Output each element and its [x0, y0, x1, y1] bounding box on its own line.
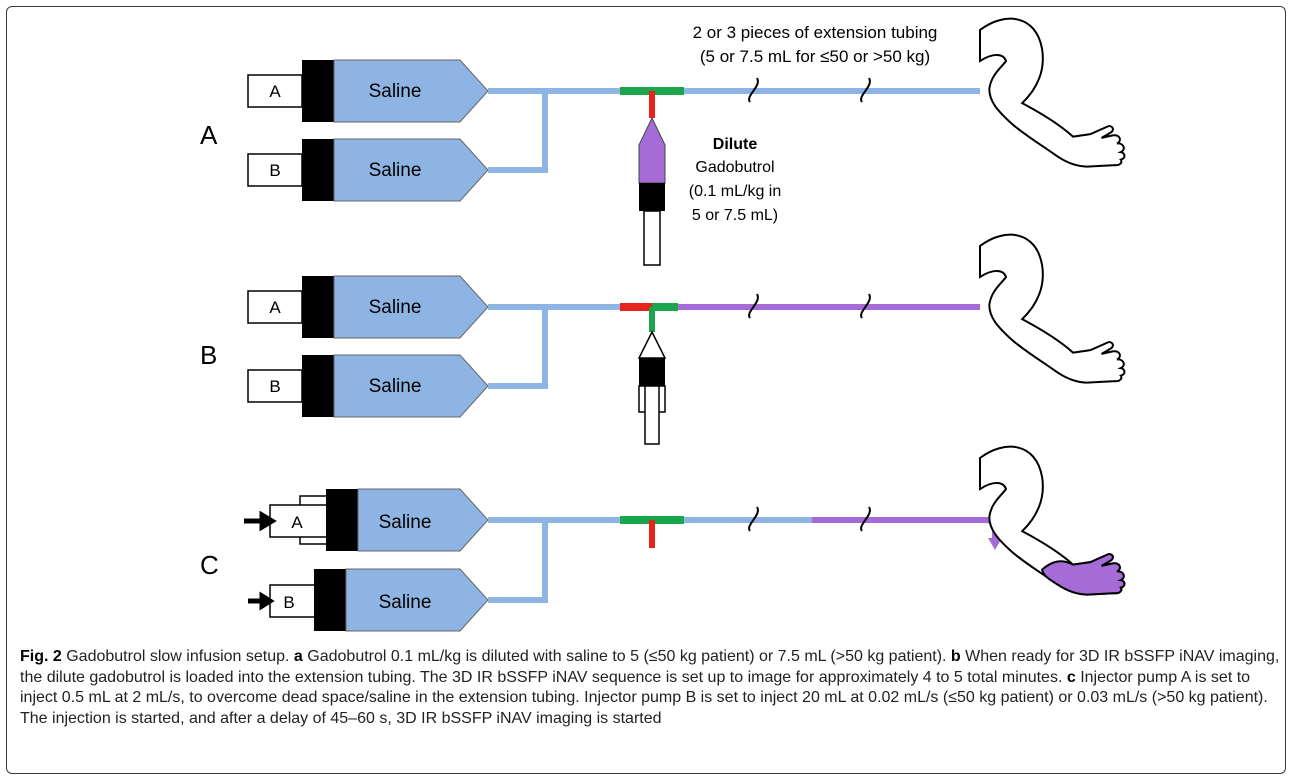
syringe-a-top: A Saline [244, 488, 489, 552]
syringe-tag: A [269, 82, 281, 101]
tubing-break-mark [748, 77, 759, 103]
panel-label-b: B [200, 340, 217, 370]
syringe-content: Saline [369, 376, 422, 397]
syringe-tag-box [269, 504, 329, 538]
caption-a-text: Gadobutrol 0.1 mL/kg is diluted with sal… [302, 648, 951, 665]
syringe-b-bottom: B Saline [247, 354, 489, 418]
gadobutrol-barrel [638, 116, 666, 184]
syringe-content: Saline [379, 592, 432, 613]
caption-b-text: When ready for 3D IR bSSFP iNAV imaging,… [20, 648, 1280, 686]
plunger-icon [302, 276, 334, 338]
tubing-break-mark [860, 506, 871, 532]
syringe-barrel [333, 138, 489, 202]
contrast-filled-hand [1040, 553, 1126, 596]
syringe-tag: B [269, 161, 280, 180]
gadobutrol-note-line3: 5 or 7.5 mL) [692, 207, 778, 224]
caption-title: Gadobutrol slow infusion setup. [61, 648, 294, 665]
syringe-tag: B [283, 593, 294, 612]
panel-label-a: A [200, 120, 218, 150]
infusion-setup-diagram: A A Saline B Saline [200, 17, 1126, 632]
plunger-rod [644, 385, 660, 445]
gadobutrol-filled-tubing [812, 517, 998, 540]
patient-arm-icon [979, 17, 1126, 168]
syringe-barrel [357, 488, 489, 552]
push-arrow-icon [248, 591, 275, 611]
syringe-tip [637, 330, 667, 359]
panel-label-c: C [200, 550, 219, 580]
gadobutrol-note-line2: (0.1 mL/kg in [689, 183, 781, 200]
patient-arm-icon [979, 233, 1126, 384]
panel-c: C A Saline B Saline [200, 445, 1126, 632]
plunger-icon [639, 183, 665, 211]
plunger-icon [302, 60, 334, 122]
syringe-tag-box [247, 369, 303, 403]
caption-a-label: a [293, 648, 303, 665]
plunger-icon [314, 569, 346, 631]
caption-c-label: c [1066, 668, 1076, 686]
gadobutrol-note-title: Dilute [713, 136, 758, 153]
tubing-note-line1: 2 or 3 pieces of extension tubing [693, 23, 938, 42]
plunger-icon [639, 358, 665, 386]
extension-tubing [488, 304, 622, 389]
syringe-barrel [345, 568, 489, 632]
push-arrow-icon [244, 510, 277, 532]
plunger-icon [302, 139, 334, 201]
gadobutrol-syringe [638, 116, 666, 266]
plunger-icon [302, 355, 334, 417]
extension-tubing [488, 88, 980, 173]
syringe-tag: B [269, 377, 280, 396]
tubing-break-mark [748, 293, 759, 319]
gadobutrol-note-line1: Gadobutrol [695, 159, 774, 176]
syringe-a-top: A Saline [247, 59, 489, 123]
flow-arrow-icon [988, 538, 1002, 550]
syringe-b-bottom: B Saline [247, 138, 489, 202]
panel-b: B A Saline B Saline [200, 233, 1126, 445]
syringe-barrel [333, 59, 489, 123]
syringe-barrel [333, 354, 489, 418]
plunger-icon [326, 489, 358, 551]
plunger-rod [643, 210, 661, 266]
syringe-content: Saline [369, 160, 422, 181]
syringe-tag-box [247, 74, 303, 108]
syringe-barrel [333, 275, 489, 339]
gadobutrol-syringe-empty [637, 330, 667, 445]
figure-caption: Fig. 2 Gadobutrol slow infusion setup. a… [20, 647, 1280, 729]
panel-a: A A Saline B Saline [200, 17, 1126, 266]
caption-c-text: Injector pump A is set to inject 0.5 mL … [20, 668, 1268, 727]
syringe-tag: A [269, 298, 281, 317]
syringe-content: Saline [379, 512, 432, 533]
syringe-tag-box [247, 153, 303, 187]
figure-frame [6, 6, 1286, 774]
syringe-a-top: A Saline [247, 275, 489, 339]
syringe-content: Saline [369, 297, 422, 318]
caption-b-label: b [950, 648, 961, 665]
syringe-content: Saline [369, 81, 422, 102]
syringe-b-bottom: B Saline [248, 568, 489, 632]
caption-fig-label: Fig. 2 [20, 648, 62, 665]
patient-arm-icon [979, 445, 1126, 596]
syringe-tag: A [291, 513, 303, 532]
tubing-break-mark [860, 293, 871, 319]
tubing-note-line2: (5 or 7.5 mL for ≤50 or >50 kg) [700, 47, 930, 66]
tubing-break-mark [860, 77, 871, 103]
tubing-break-mark [748, 506, 759, 532]
